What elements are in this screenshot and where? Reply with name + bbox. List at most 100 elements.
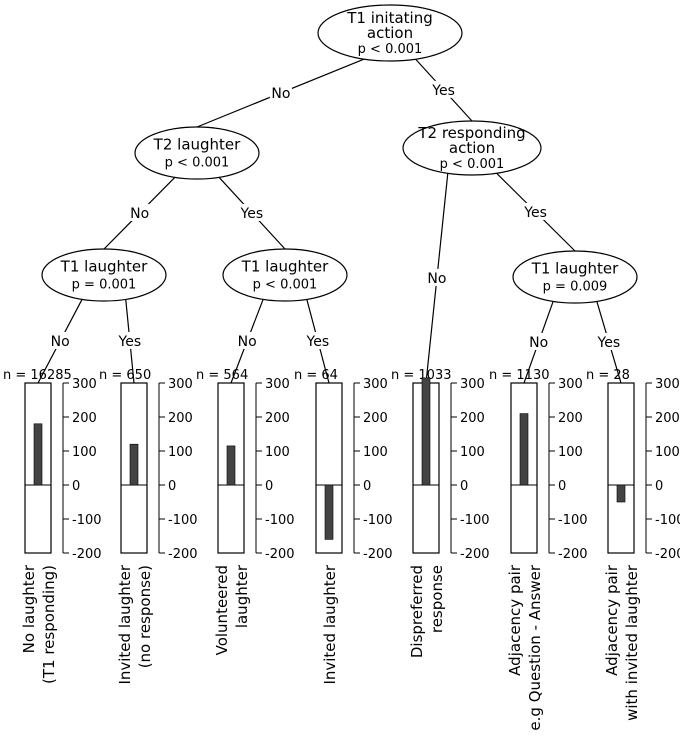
node-p-value: p < 0.001 [440,157,505,172]
leaf-category-label: (T1 responding) [40,565,58,684]
node-t1laughB [222,248,348,302]
leaf-bar [616,484,626,503]
axis-tick-label: 100 [363,445,388,460]
leaf-category-label: Invited laughter [321,564,339,684]
axis-tick-label: 200 [558,411,583,426]
axis-tick-label: 0 [460,479,468,494]
axis-tick-label: -200 [72,547,102,562]
leaf-n-count: n = 64 [294,368,338,383]
node-label: T2 laughter [153,136,241,154]
node-label: T1 laughter [241,258,329,276]
axis-tick-label: -200 [363,547,393,562]
node-label: T1 laughter [531,260,619,278]
axis-tick-label: 200 [72,411,97,426]
axis-tick-label: -200 [168,547,198,562]
leaf-n-count: n = 28 [586,368,630,383]
axis-tick-label: -100 [265,513,295,528]
leaf-category-label: (no response) [136,565,154,668]
node-p-value: p < 0.001 [253,278,318,293]
edge-label-no: No [130,206,149,222]
edge-label-bg [527,332,550,350]
node-p-value: p < 0.001 [165,156,230,171]
node-label: action [449,139,495,157]
node-root [317,4,463,62]
axis-tick-label: 0 [363,479,371,494]
edge-label-bg [115,331,144,349]
edge-label-bg [425,268,448,286]
node-label: T1 initating [346,9,432,27]
axis-tick-label: 300 [363,377,388,392]
axis-tick-label: 0 [168,479,176,494]
axis-tick-label: -100 [655,513,680,528]
leaf-category-label: Adjacency pair [603,564,621,676]
axis-tick-label: -100 [460,513,490,528]
edge-label-bg [303,331,332,349]
edge-label-no: No [529,335,548,351]
leaf-n-count: n = 650 [99,368,151,383]
leaf-category-label: Dispreferred [408,565,426,658]
edge-label-no: No [427,271,446,287]
node-label: T1 laughter [60,258,148,276]
axis-tick-label: -100 [363,513,393,528]
axis-tick-label: 100 [168,445,193,460]
axis-tick-label: 300 [558,377,583,392]
edge-label-yes: Yes [306,334,330,350]
axis-tick-label: 300 [655,377,680,392]
leaf-category-label: response [428,565,446,633]
axis-tick-label: 100 [558,445,583,460]
leaf-category-label: Invited laughter [116,564,134,684]
node-t2laugh [134,126,260,180]
axis-tick-label: 200 [363,411,388,426]
leaf-n-count: n = 1033 [391,368,451,383]
axis-tick-label: 100 [72,445,97,460]
leaf-n-count: n = 1130 [489,368,549,383]
edge-label-yes: Yes [240,206,264,222]
node-p-value: p = 0.001 [72,278,137,293]
axis-tick-label: 200 [655,411,680,426]
axis-tick-label: 100 [460,445,485,460]
leaf-bar [129,443,139,486]
node-t2resp [402,120,542,176]
leaf-bar [421,377,431,486]
axis-tick-label: 0 [655,479,663,494]
axis-tick-label: -200 [265,547,295,562]
axis-tick-label: -100 [558,513,588,528]
node-label: T2 responding [417,124,525,142]
leaf-category-label: laughter [233,564,251,628]
leaf-category-label: with invited laughter [623,564,641,721]
edge-label-no: No [51,334,70,350]
node-p-value: p < 0.001 [358,42,423,57]
leaf-category-label: Adjacency pair [506,564,524,676]
axis-tick-label: 0 [265,479,273,494]
axis-tick-label: -200 [558,547,588,562]
leaf-bar [519,413,529,486]
axis-tick-label: 300 [168,377,193,392]
edge-label-bg [521,202,550,220]
edge-label-bg [49,331,72,349]
edge-label-no: No [271,86,290,102]
node-t1laughA [41,248,167,302]
axis-tick-label: -100 [72,513,102,528]
edge-label-bg [128,203,151,221]
leaf-panel [607,382,635,554]
leaf-bar [33,423,43,486]
leaf-bar [324,484,334,540]
edge-label-yes: Yes [118,334,142,350]
axis-tick-label: 300 [72,377,97,392]
edge-label-yes: Yes [431,83,455,99]
edge-label-bg [594,332,623,350]
axis-tick-label: 200 [265,411,290,426]
axis-tick-label: -100 [168,513,198,528]
edge-label-yes: Yes [523,205,547,221]
axis-tick-label: 200 [168,411,193,426]
axis-tick-label: 100 [265,445,290,460]
node-t1laughC [512,250,638,304]
leaf-bar [226,445,236,486]
axis-tick-label: 100 [655,445,680,460]
axis-tick-label: -200 [460,547,490,562]
edge-label-yes: Yes [597,335,621,351]
node-label: action [367,24,413,42]
edge-label-bg [237,203,266,221]
axis-tick-label: 200 [460,411,485,426]
